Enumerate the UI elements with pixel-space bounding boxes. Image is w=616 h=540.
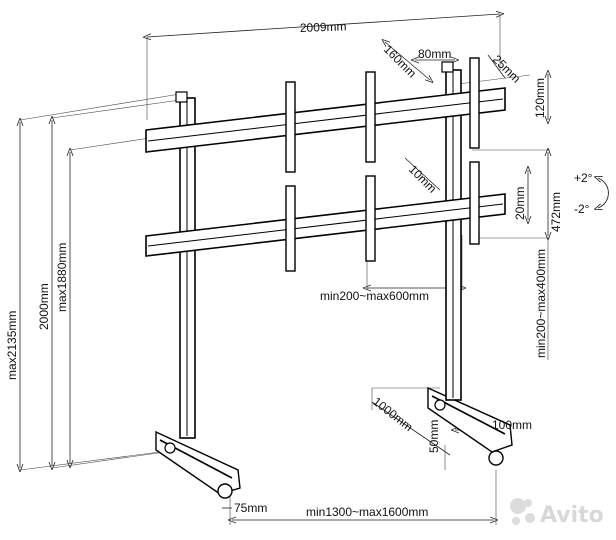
label-bracket-height: 120mm [533, 78, 547, 118]
dimension-lines [20, 14, 550, 525]
avito-watermark: Avito [510, 498, 604, 528]
label-foot-width: 100mm [492, 418, 532, 432]
label-overall-width: 2009mm [300, 19, 347, 35]
label-bracket-length: 472mm [549, 192, 563, 232]
label-horizontal-spacing: min200~max600mm [320, 289, 429, 303]
right-caster-front [488, 450, 504, 466]
stand-frame [145, 57, 513, 499]
avito-dots-icon [510, 498, 535, 525]
label-caster-offset: 75mm [234, 501, 267, 515]
lower-bracket-1 [285, 185, 296, 272]
dimension-labels: 2009mm 160mm 80mm 25mm 120mm 10mm 20mm 4… [5, 19, 609, 519]
lower-bracket-2 [365, 175, 376, 262]
upper-bracket-2 [365, 71, 376, 163]
label-tilt-up: +2° [574, 171, 593, 185]
label-bracket-width: 80mm [418, 47, 451, 61]
upper-bracket-3 [469, 57, 480, 149]
label-tilt-down: -2° [574, 202, 590, 216]
upper-bracket-1 [285, 81, 296, 173]
label-top-gap: 160mm [381, 42, 419, 80]
label-base-spacing: min1300~max1600mm [306, 505, 428, 519]
label-vertical-spacing: min200~max400mm [534, 249, 548, 358]
label-foot-offset: 50mm [427, 420, 441, 453]
left-caster-rear [164, 442, 176, 454]
label-bar-thickness: 10mm [406, 162, 439, 195]
label-base-depth: 1000mm [370, 394, 415, 434]
right-caster-rear [434, 399, 446, 411]
lower-bracket-3 [469, 161, 480, 245]
tilt-arc-icon [598, 178, 609, 208]
avito-watermark-text: Avito [540, 503, 604, 528]
label-max-bar-height: max1880mm [55, 243, 69, 312]
label-tilt-travel: 20mm [513, 187, 527, 220]
left-caster-front [217, 483, 233, 499]
label-max-height: max2135mm [5, 311, 19, 380]
label-height: 2000mm [37, 283, 51, 330]
label-bracket-offset: 25mm [490, 52, 523, 85]
